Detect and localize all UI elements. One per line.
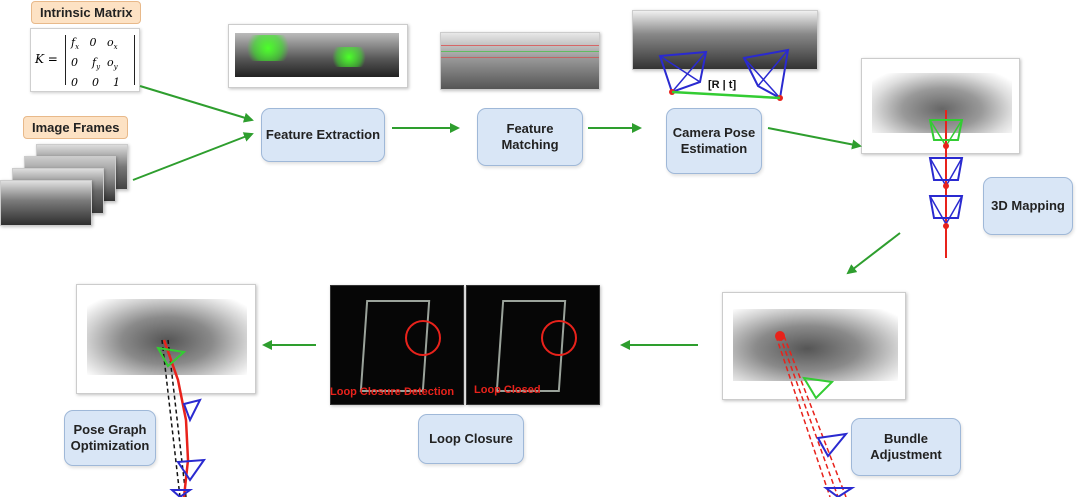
arrow-mapping-to-bundle	[846, 232, 901, 275]
camera-pose-box: Camera Pose Estimation	[666, 108, 762, 174]
loop-detection-label: Loop Closure Detection	[330, 386, 455, 398]
rt-label: [R | t]	[708, 79, 737, 91]
pose-graph-trajectory	[156, 339, 207, 497]
intrinsic-matrix-tag: Intrinsic Matrix	[31, 1, 142, 24]
camera-pose-line1: Camera Pose	[672, 124, 756, 140]
loop-detection-image	[330, 285, 464, 405]
feature-extraction-image	[228, 24, 408, 88]
feature-extraction-label: Feature Extraction	[265, 126, 381, 142]
loop-closed-label: Loop Closed	[474, 384, 541, 396]
camera-pose-line2: Estimation	[680, 141, 748, 156]
bundle-adjustment-line2: Adjustment	[870, 447, 942, 462]
bundle-trajectory	[775, 331, 856, 497]
feature-matching-line2: Matching	[501, 137, 559, 152]
feature-extraction-box: Feature Extraction	[261, 108, 385, 162]
feature-matching-box: Feature Matching	[477, 108, 583, 166]
feature-matching-line1: Feature	[506, 120, 554, 136]
loop-closure-label: Loop Closure	[429, 430, 513, 446]
pose-graph-box: Pose Graph Optimization	[64, 410, 156, 466]
loop-closed-image	[466, 285, 600, 405]
mapping-trajectory	[928, 110, 964, 258]
mapping-3d-box: 3D Mapping	[983, 177, 1073, 235]
bundle-adjustment-line1: Bundle	[883, 430, 929, 446]
mapping-3d-label: 3D Mapping	[991, 197, 1065, 213]
arrow-frames-to-extraction	[132, 132, 254, 181]
image-frames-tag: Image Frames	[23, 116, 129, 139]
loop-closure-box: Loop Closure	[418, 414, 524, 464]
arrow-pose-to-mapping	[767, 127, 862, 150]
pose-graph-line2: Optimization	[70, 438, 150, 453]
matrix-k-label: K =	[35, 52, 58, 66]
arrow-matrix-to-extraction	[139, 85, 254, 123]
bundle-point-cloud	[722, 292, 906, 400]
matrix-body: fx 0 ox 0 fy oy 0 0 1	[71, 36, 120, 90]
camera-baseline	[671, 90, 781, 100]
intrinsic-matrix: K = fx 0 ox 0 fy oy 0 0 1	[30, 28, 140, 92]
camera-frustum-right	[742, 48, 790, 101]
pose-graph-line1: Pose Graph	[73, 421, 147, 437]
camera-frustum-left	[658, 50, 708, 95]
bundle-adjustment-box: Bundle Adjustment	[851, 418, 961, 476]
feature-matching-image	[440, 32, 600, 90]
